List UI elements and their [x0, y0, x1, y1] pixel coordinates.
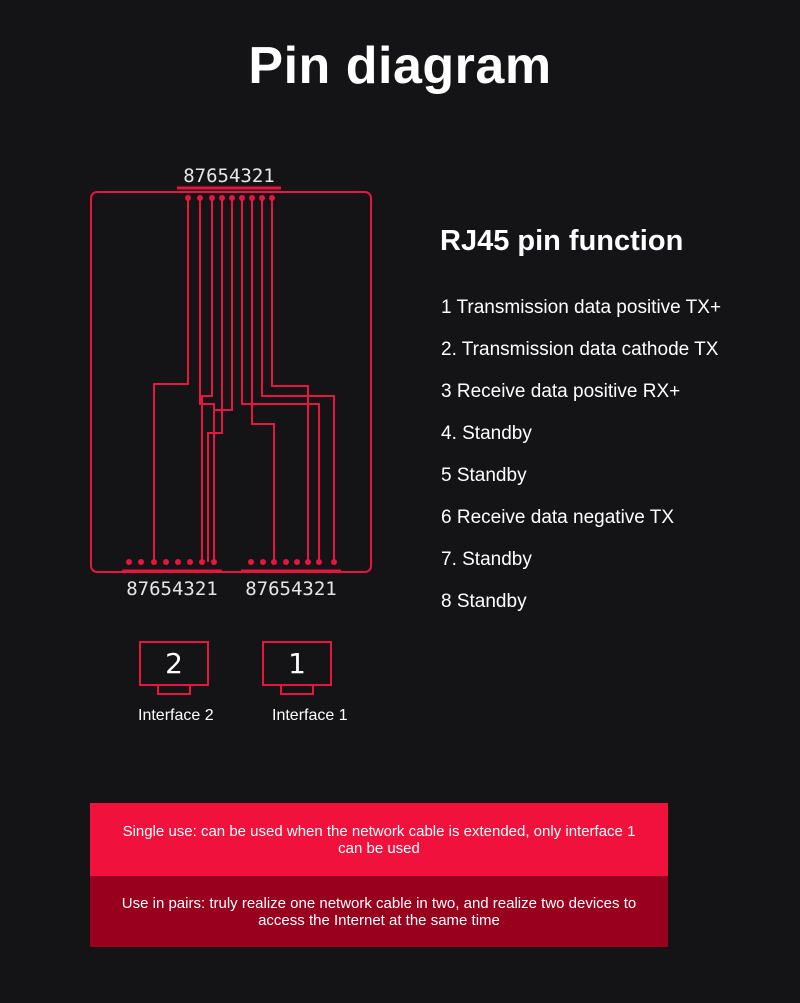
list-item: 8 Standby — [441, 591, 527, 612]
pin-function-list: 1 Transmission data positive TX+ 2. Tran… — [441, 296, 721, 632]
pin-dots — [126, 195, 337, 565]
single-use-note: Single use: can be used when the network… — [90, 803, 668, 876]
trace — [153, 198, 189, 562]
interface-1-connector-icon — [262, 641, 332, 695]
interface-2-label: Interface 2 — [138, 707, 214, 724]
left-pin-numbers: 87654321 — [126, 578, 218, 600]
single-use-text: Single use: can be used when the network… — [122, 822, 636, 857]
interface-1-label: Interface 1 — [272, 707, 348, 724]
interface-1-number: 1 — [288, 647, 306, 680]
pairs-use-text: Use in pairs: truly realize one network … — [121, 894, 637, 929]
trace — [271, 198, 309, 562]
interface-2-number: 2 — [165, 647, 183, 680]
trace — [261, 198, 335, 562]
list-item: 4. Standby — [441, 423, 532, 444]
list-item: 7. Standby — [441, 549, 532, 570]
list-item: 1 Transmission data positive TX+ — [441, 297, 722, 318]
top-pin-numbers: 87654321 — [183, 165, 275, 187]
board-outline — [90, 191, 372, 573]
wiring-traces — [153, 198, 335, 562]
list-item: 6 Receive data negative TX — [441, 507, 675, 528]
list-item: 2. Transmission data cathode TX — [441, 339, 719, 360]
interface-2-connector-icon — [139, 641, 209, 695]
right-pin-numbers: 87654321 — [245, 578, 337, 600]
list-item: 5 Standby — [441, 465, 527, 486]
trace — [201, 198, 213, 562]
page-title: Pin diagram — [248, 37, 552, 95]
trace — [251, 198, 275, 562]
trace — [199, 198, 215, 562]
list-item: 3 Receive data positive RX+ — [441, 381, 681, 402]
pin-wiring-diagram: 87654321 87654321 87654321 2 1 — [90, 165, 372, 695]
trace — [207, 198, 223, 562]
trace — [213, 198, 233, 424]
pairs-use-note: Use in pairs: truly realize one network … — [90, 876, 668, 947]
pin-function-heading: RJ45 pin function — [440, 225, 684, 257]
trace — [241, 198, 320, 562]
